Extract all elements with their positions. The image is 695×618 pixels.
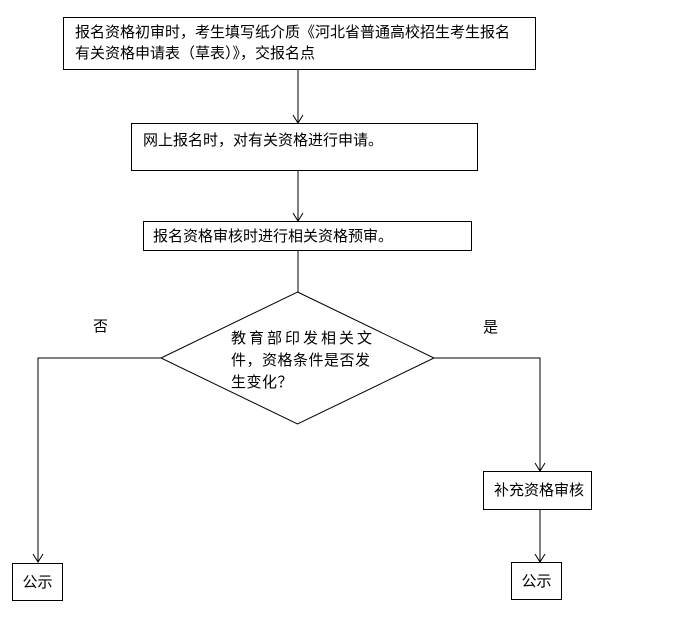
flow-box-qualification-preview-text: 报名资格审核时进行相关资格预审。 [153, 227, 394, 245]
flow-box-initial-review-text: 报名资格初审时，考生填写纸介质《河北省普通高校招生考生报名有关资格申请表（草表）… [75, 23, 511, 62]
decision-diamond-shape [159, 291, 436, 425]
branch-label-no: 否 [93, 317, 109, 335]
decision-diamond-text: 教育部印发相关文 件，资格条件是否发 生变化？ [231, 327, 383, 393]
flow-box-supplementary-review: 补充资格审核 [483, 471, 592, 510]
flow-box-supplementary-review-text: 补充资格审核 [494, 481, 585, 499]
flow-box-publicity-left: 公示 [12, 563, 63, 601]
decision-text-line2: 件，资格条件是否发 [231, 351, 371, 369]
branch-label-yes: 是 [483, 318, 499, 336]
flow-box-qualification-preview: 报名资格审核时进行相关资格预审。 [143, 221, 472, 251]
flow-box-publicity-right: 公示 [511, 562, 562, 600]
flow-box-online-registration-text: 网上报名时，对有关资格进行申请。 [143, 131, 384, 149]
flow-box-publicity-right-text: 公示 [521, 571, 552, 590]
decision-text-line1: 教育部印发相关文 [231, 329, 376, 347]
flow-box-online-registration: 网上报名时，对有关资格进行申请。 [131, 123, 478, 171]
flow-box-publicity-left-text: 公示 [22, 572, 53, 591]
decision-text-line3: 生变化？ [231, 373, 294, 391]
flow-box-initial-review: 报名资格初审时，考生填写纸介质《河北省普通高校招生考生报名有关资格申请表（草表）… [63, 17, 536, 70]
